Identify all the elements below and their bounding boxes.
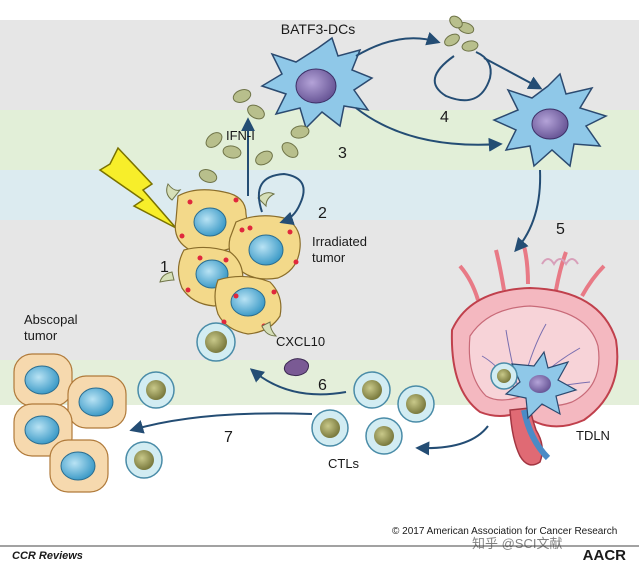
ctl-cluster [311,371,435,455]
step-2: 2 [318,205,327,222]
tdln-label: TDLN [576,428,610,443]
radiation-lightning-icon [98,146,177,229]
abscopal-tumor-cell [13,353,73,407]
arrow-loop-4 [433,51,492,102]
abscopal-tumor-cell [67,375,127,429]
ctl-cell [353,371,391,409]
abscopal-label-2: tumor [24,328,58,343]
arrows [129,31,543,456]
ctl-cell [125,441,163,479]
ctl-cell [365,417,403,455]
copyright-text: © 2017 American Association for Cancer R… [392,526,617,537]
blood-vessel [509,407,543,466]
abscopal-tumor [13,353,127,493]
step-3: 3 [338,145,347,162]
antigen-particles [444,15,479,52]
arrow-tdln-to-ctls [415,425,489,456]
ctls-label: CTLs [328,456,360,471]
irradiated-label-2: tumor [312,250,346,265]
membrane-blebs [159,182,278,337]
band-blue [0,170,639,220]
ctl-cell [196,322,236,362]
tdln-lymph-node [450,245,619,466]
arrow-dc-to-antigen [355,31,441,57]
batf3-label: BATF3-DCs [281,21,355,37]
cxcl10-label: CXCL10 [276,334,325,349]
damage-markers [179,197,299,329]
irradiated-label-1: Irradiated [312,234,367,249]
step-5: 5 [556,221,565,238]
step-6: 6 [318,377,327,394]
vein [521,409,551,461]
node-ctl [490,362,518,390]
step-7: 7 [224,429,233,446]
arrow-to-tdln [514,169,542,253]
arrow-dc-migrate [355,107,503,152]
ifn-label: IFN-I [226,128,255,143]
abscopal-label-1: Abscopal [24,312,78,327]
migrated-dendritic-cell [492,72,609,168]
abscopal-tumor-cell [49,439,109,493]
arrow-ctls-to-abscopal [129,412,313,434]
abscopal-ctls [125,371,175,479]
arrow-ctls-to-tumor [249,368,347,396]
tumor-cell [214,275,282,335]
aacr-logo: AACR [583,547,626,564]
step-1: 1 [160,259,169,276]
ctl-cell [397,385,435,423]
lymphatic-vessels [458,245,606,301]
watermark-text: 知乎 @SCI文献 [472,536,562,551]
step-4: 4 [440,109,449,126]
irradiated-tumor [159,182,301,337]
arrow-to-dc [483,57,543,90]
ctl-cell [137,371,175,409]
ctl-cell [311,409,349,447]
cxcl10-chemokine-icon [283,358,310,377]
batf3-dendritic-cell [260,36,374,130]
arrow-loop-2 [257,172,305,226]
journal-label: CCR Reviews [12,550,83,562]
ifn-particles [198,89,310,183]
